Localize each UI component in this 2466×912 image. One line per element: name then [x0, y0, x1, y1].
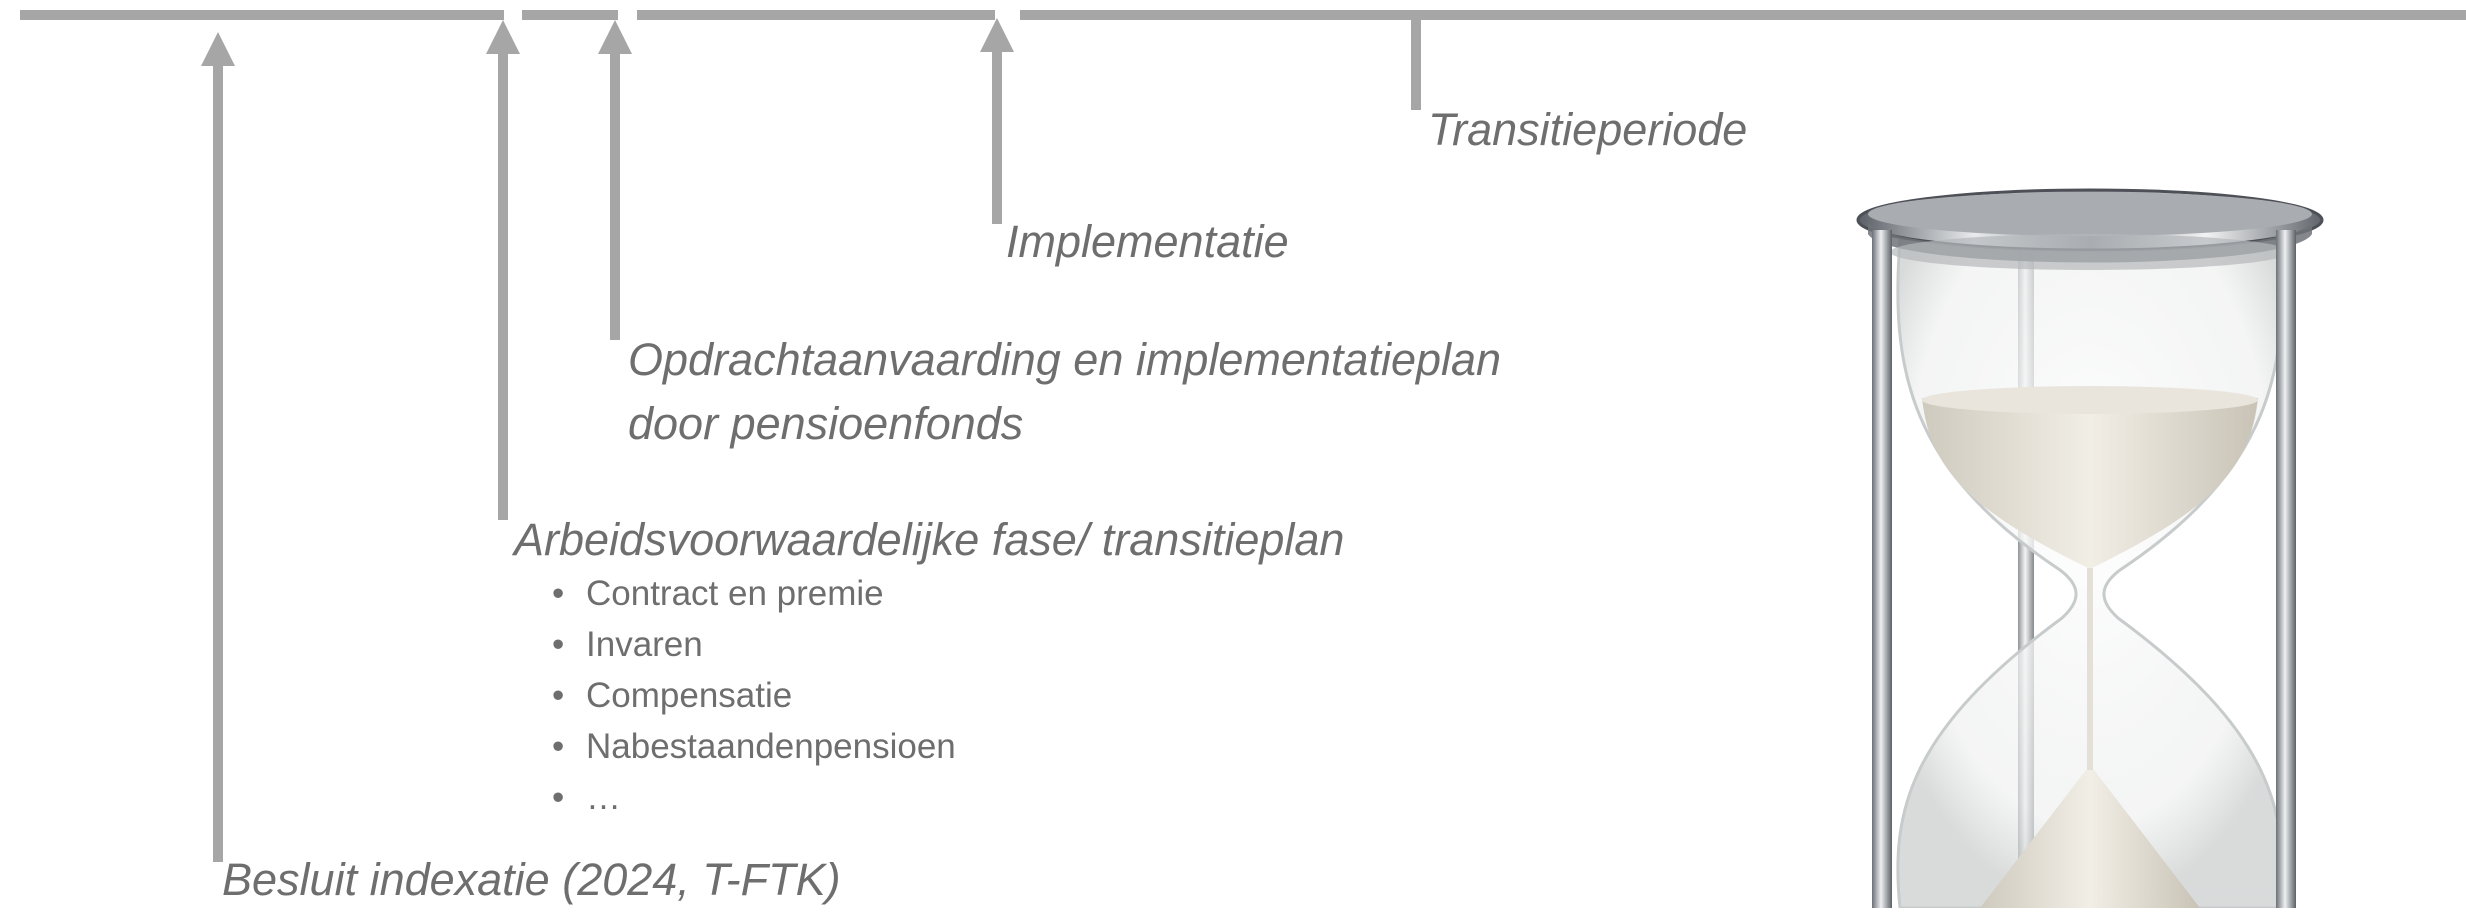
- arrow-indexatie-shaft: [213, 62, 223, 862]
- list-item: Invaren: [550, 619, 956, 670]
- list-item: Compensatie: [550, 670, 956, 721]
- timeline-line-segment-3: [637, 10, 995, 20]
- label-transitieperiode: Transitieperiode: [1428, 104, 1748, 155]
- label-opdracht-line1: Opdrachtaanvaarding en implementatieplan: [628, 334, 1502, 385]
- arrow-arbeidsvoorwaardelijk-head: [486, 20, 520, 54]
- arrow-opdracht-shaft: [610, 50, 620, 340]
- list-item: …: [550, 772, 956, 823]
- arrow-indexatie-head: [201, 32, 235, 66]
- label-implementatie: Implementatie: [1006, 216, 1289, 267]
- hourglass-image: [1856, 188, 2324, 908]
- arrow-implementatie-shaft: [992, 48, 1002, 224]
- arrow-arbeidsvoorwaardelijk-shaft: [498, 50, 508, 520]
- timeline-line-segment-1: [20, 10, 504, 20]
- tick-transitieperiode: [1411, 18, 1421, 110]
- timeline-line-segment-2: [522, 10, 618, 20]
- list-item: Nabestaandenpensioen: [550, 721, 956, 772]
- arrow-implementatie-head: [980, 18, 1014, 52]
- list-item: Contract en premie: [550, 568, 956, 619]
- timeline-line-segment-4: [1020, 10, 2466, 20]
- label-opdracht-line2: door pensioenfonds: [628, 398, 1024, 449]
- label-arbeidsvoorwaardelijk: Arbeidsvoorwaardelijke fase/ transitiepl…: [514, 514, 1345, 565]
- label-indexatie: Besluit indexatie (2024, T-FTK): [222, 854, 841, 905]
- subitem-list: Contract en premie Invaren Compensatie N…: [550, 568, 956, 823]
- arrow-opdracht-head: [598, 20, 632, 54]
